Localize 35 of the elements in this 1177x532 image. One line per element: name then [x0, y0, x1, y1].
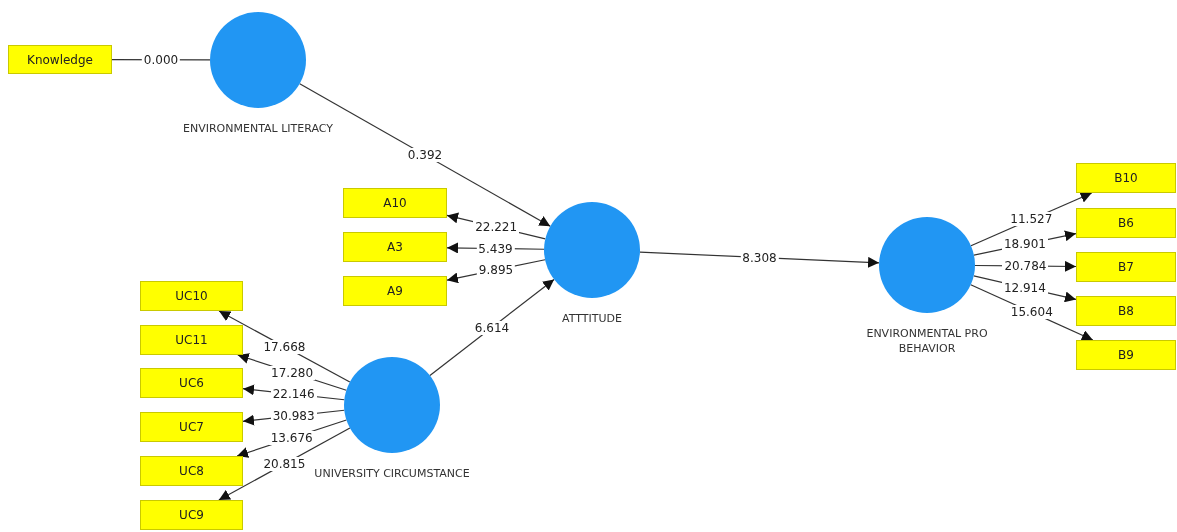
- indicator-box: UC9: [140, 500, 243, 530]
- edge-label: 13.676: [268, 431, 315, 445]
- edge-label: 11.527: [1008, 212, 1055, 227]
- indicator-box: Knowledge: [8, 45, 112, 74]
- indicator-box: A3: [343, 232, 447, 262]
- indicator-box: B8: [1076, 296, 1176, 326]
- construct-label: ATTTITUDE: [561, 312, 623, 327]
- edge-label: 17.280: [269, 365, 316, 380]
- edge-label: 20.784: [1002, 259, 1049, 273]
- indicator-box: A9: [343, 276, 447, 306]
- indicator-box: A10: [343, 188, 447, 218]
- edge-label: 6.614: [472, 320, 512, 335]
- arrow: [299, 83, 551, 227]
- indicator-box: UC8: [140, 456, 243, 486]
- edge-label: 22.221: [473, 220, 520, 235]
- edge-label: 9.895: [476, 262, 516, 277]
- edge-label: 18.901: [1001, 237, 1048, 252]
- indicator-box: UC10: [140, 281, 243, 311]
- construct-label: UNIVERSITY CIRCUMSTANCE: [313, 467, 471, 482]
- edge-label: 0.000: [141, 52, 181, 67]
- edge-label: 20.815: [261, 457, 308, 472]
- indicator-box: UC6: [140, 368, 243, 398]
- edge-label: 8.308: [740, 250, 779, 265]
- edge-label: 12.914: [1001, 280, 1048, 295]
- indicator-box: UC11: [140, 325, 243, 355]
- edge-label: 5.439: [476, 241, 515, 256]
- indicator-box: B10: [1076, 163, 1176, 193]
- edge-label: 17.668: [261, 339, 308, 354]
- indicator-box: UC7: [140, 412, 243, 442]
- construct-label: ENVIRONMENTAL PRO BEHAVIOR: [865, 327, 989, 357]
- construct-label: ENVIRONMENTAL LITERACY: [182, 122, 334, 137]
- indicator-box: B7: [1076, 252, 1176, 282]
- indicator-box: B6: [1076, 208, 1176, 238]
- edge-label: 30.983: [270, 408, 317, 423]
- indicator-box: B9: [1076, 340, 1176, 370]
